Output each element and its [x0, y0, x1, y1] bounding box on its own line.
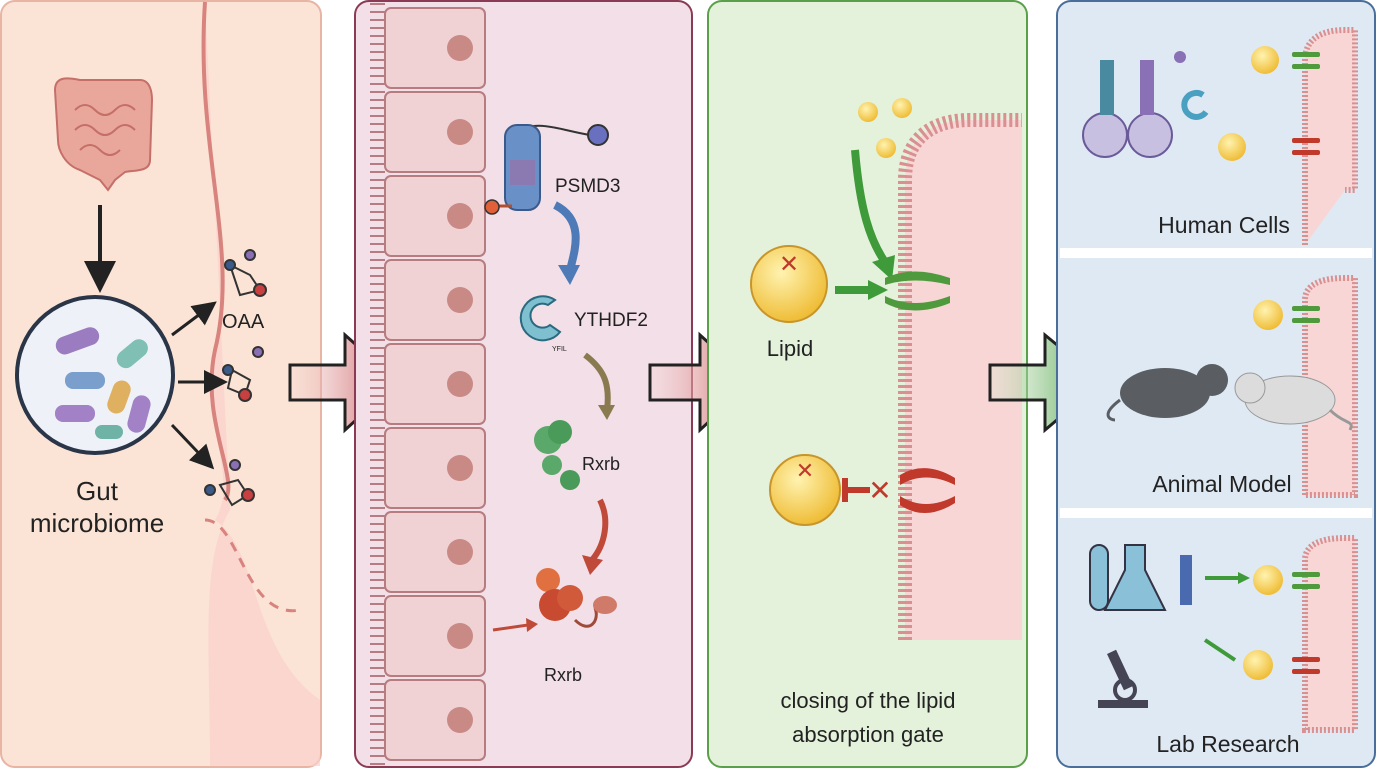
- cell-nucleus: [447, 119, 473, 145]
- caption-line-1: closing of the lipid: [781, 688, 956, 713]
- human-cells-label: Human Cells: [1158, 212, 1290, 238]
- panel-gut-microbiome: Gut microbiome OAA: [0, 0, 322, 768]
- panel-validation: Human Cells Animal Model Lab Research: [1056, 0, 1376, 768]
- metabolite-molecule-icon: [204, 249, 267, 507]
- yfil-motif-label: YFIL: [552, 346, 567, 353]
- animal-model-label: Animal Model: [1152, 471, 1291, 497]
- psmd3-protein-icon: [484, 124, 609, 215]
- cell-nucleus: [447, 623, 473, 649]
- ythdf2-label: YTHDF2: [574, 310, 648, 331]
- cell-nucleus: [447, 455, 473, 481]
- microscope-icon: [1098, 649, 1148, 708]
- rxrb-protein-icon: [534, 420, 580, 490]
- closed-gate-channel-icon: [900, 468, 955, 514]
- epithelial-cell-column: [370, 3, 486, 765]
- gut-label: Gut: [76, 476, 119, 506]
- rxrb-label-2: Rxrb: [544, 665, 582, 685]
- panel-intestinal-cells: PSMD3 YTHDF2 YFIL Rxrb Rxrb: [354, 0, 693, 768]
- epithelial-cell: [384, 175, 486, 257]
- epithelial-cell: [384, 7, 486, 89]
- mouse-icon-dark: [1106, 364, 1228, 422]
- epithelial-cell: [384, 679, 486, 761]
- psmd3-label: PSMD3: [555, 176, 620, 197]
- cell-nucleus: [447, 203, 473, 229]
- x-mark-icon: ✕: [796, 458, 814, 483]
- epithelial-cell: [384, 343, 486, 425]
- block-x-icon: ✕: [868, 475, 891, 506]
- cell-nucleus: [447, 287, 473, 313]
- microbiome-circle-icon: [15, 295, 175, 455]
- panel-lipid-gate: ✕ Lipid ✕ ✕ closing of the lipid absorpt…: [707, 0, 1028, 768]
- ythdf2-icon: [519, 295, 562, 342]
- lab-glassware-icon: [1089, 544, 1167, 611]
- caption-line-2: absorption gate: [792, 722, 944, 747]
- cell-nucleus: [447, 707, 473, 733]
- cell-nucleus: [447, 35, 473, 61]
- lab-research-label: Lab Research: [1156, 731, 1299, 757]
- protein-icon: [1180, 555, 1192, 605]
- open-gate-channel-icon: [885, 271, 950, 311]
- lipid-label: Lipid: [767, 336, 813, 361]
- lipid-droplet-icon: [750, 245, 828, 323]
- rxrb-label-1: Rxrb: [582, 454, 620, 474]
- rxrb-degradation-icon: [536, 568, 617, 628]
- x-mark-icon: ✕: [779, 251, 799, 278]
- microvilli-border: [370, 3, 385, 765]
- cell-nucleus: [447, 371, 473, 397]
- mouse-icon-light: [1234, 372, 1353, 431]
- epithelial-cell: [384, 511, 486, 593]
- intestine-icon: [53, 77, 154, 192]
- cell-nucleus: [447, 539, 473, 565]
- human-cells-icon: [1082, 51, 1186, 158]
- microbiome-label: microbiome: [30, 508, 164, 538]
- oaa-label: OAA: [222, 311, 265, 333]
